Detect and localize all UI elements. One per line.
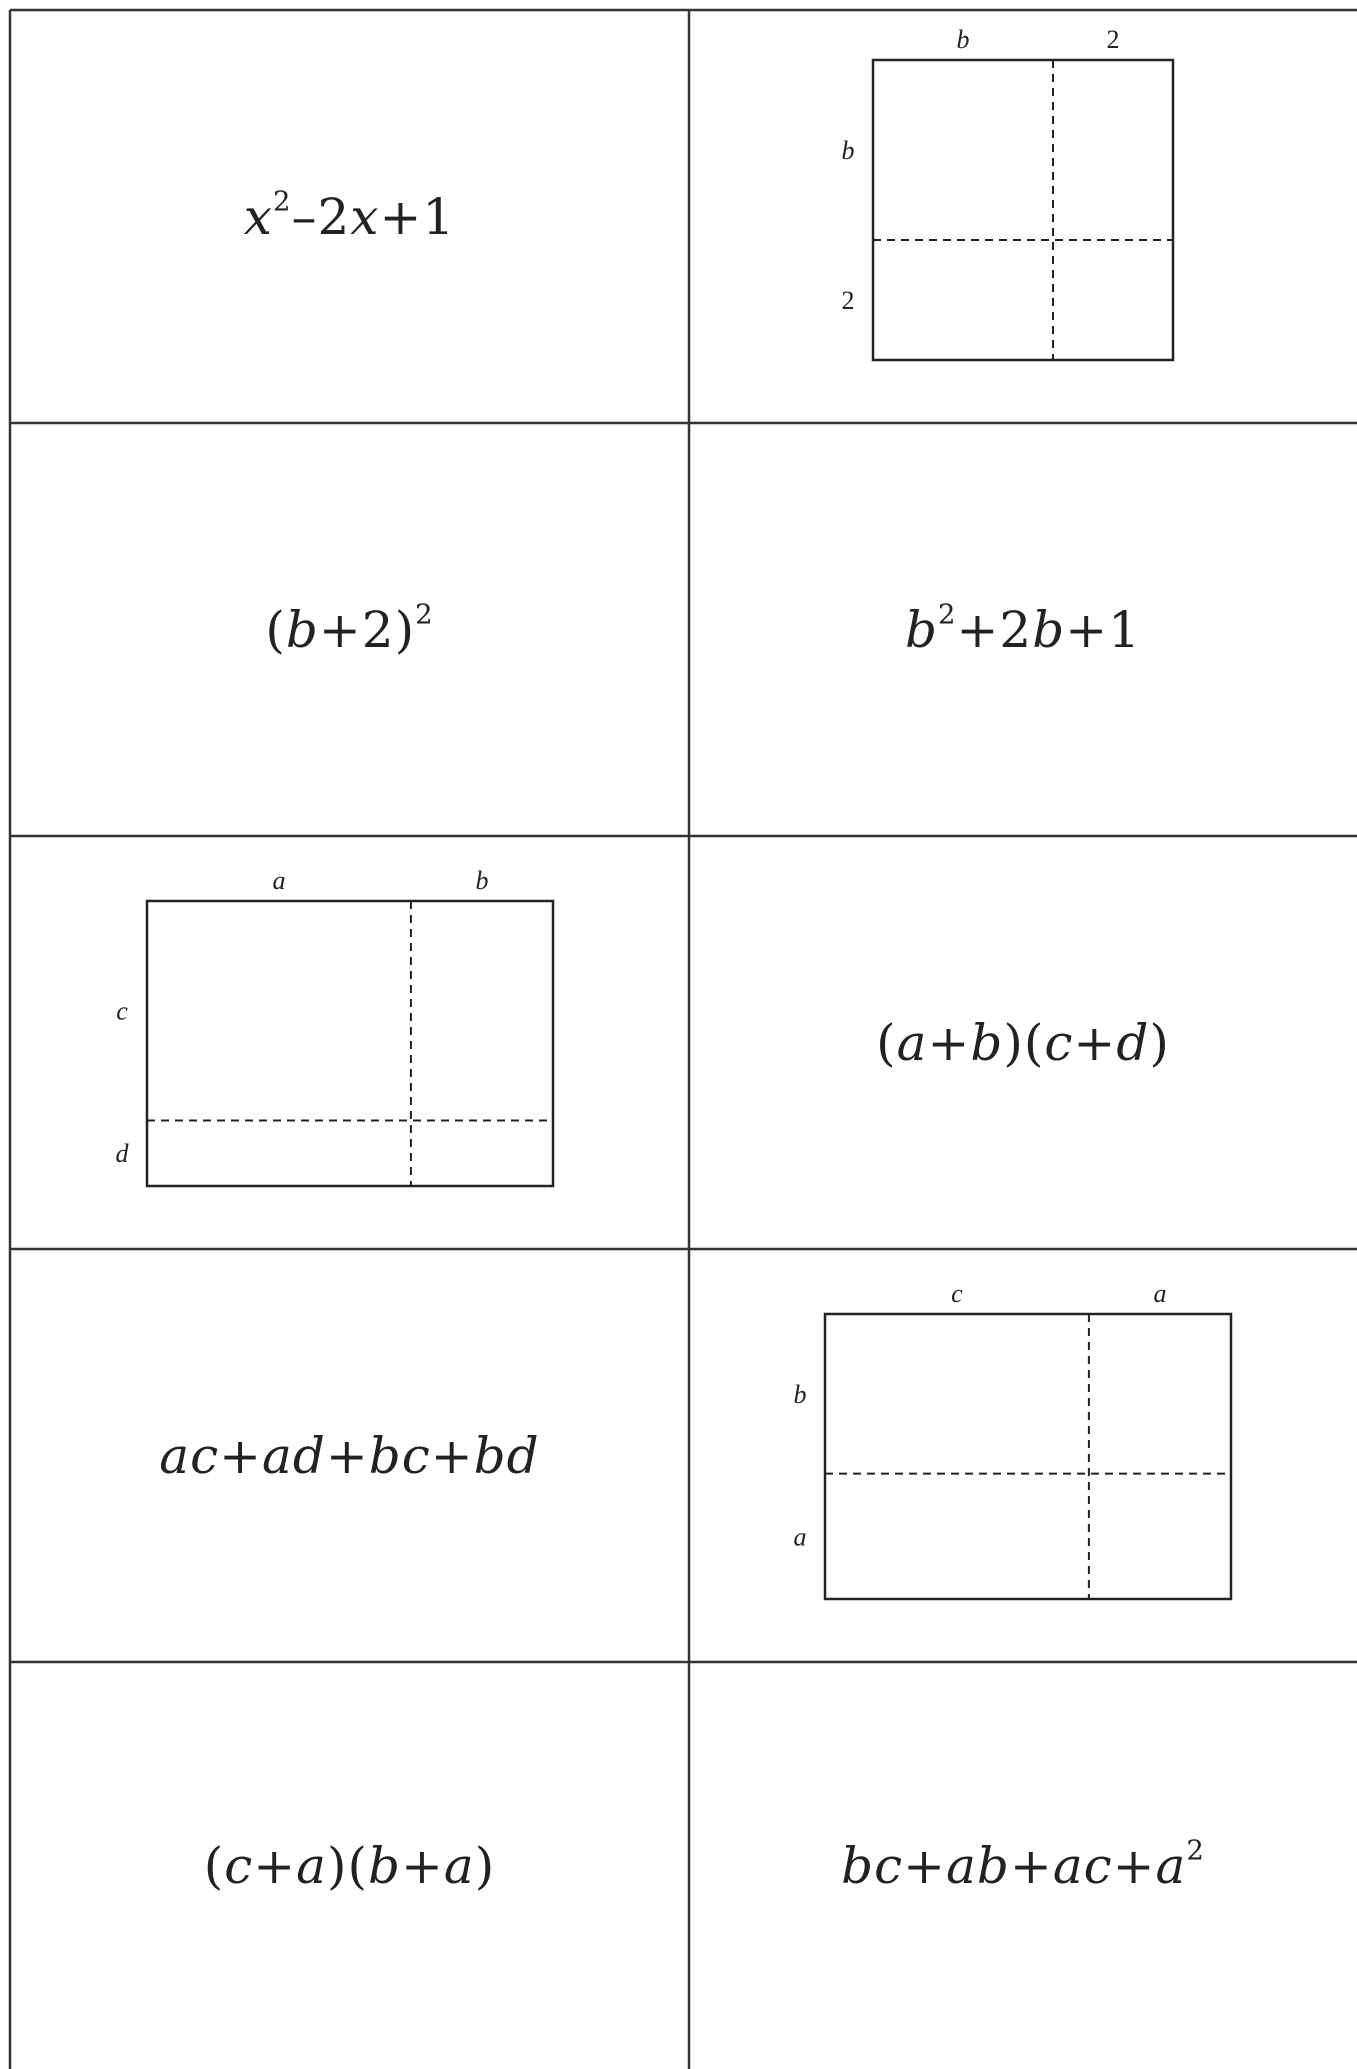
expression-text: (a+b)(c+d) (876, 1014, 1170, 1072)
expression-text: b2+2b+1 (905, 598, 1141, 659)
expression-term: +2 (956, 600, 1033, 659)
expression-text: bc+ab+ac+a2 (841, 1834, 1205, 1895)
card-expression-c-plus-a-times-b-plus-a: (c+a)(b+a) (10, 1662, 689, 2069)
expression-term: + (253, 1836, 297, 1895)
expression-term: + (325, 1426, 369, 1485)
expression-term: d (1116, 1013, 1150, 1072)
card-expression-b-plus-2-squared: (b+2)2 (10, 423, 689, 836)
expression-term: x (243, 187, 273, 246)
expression-term: ac (159, 1426, 220, 1485)
expression-exponent: 2 (1186, 1834, 1205, 1867)
expression-term: ) (1149, 1013, 1170, 1072)
expression-exponent: 2 (938, 598, 957, 631)
expression-term: ( (876, 1013, 897, 1072)
expression-term: +1 (379, 187, 456, 246)
expression-term: b (368, 1836, 402, 1895)
expression-term: b (905, 600, 939, 659)
expression-term: + (430, 1426, 474, 1485)
expression-term: a (443, 1836, 475, 1895)
expression-term: a (896, 1013, 928, 1072)
card-expression-ac-plus-ad-plus-bc-plus-bd: ac+ad+bc+bd (10, 1249, 689, 1662)
card-diagram-c-a-by-b-a (689, 1249, 1357, 1662)
expression-term: ad (262, 1426, 326, 1485)
expression-term: b (1032, 600, 1066, 659)
expression-term: x (350, 187, 380, 246)
expression-text: (c+a)(b+a) (204, 1837, 496, 1895)
expression-text: ac+ad+bc+bd (159, 1427, 539, 1485)
expression-exponent: 2 (272, 185, 292, 218)
expression-term: a (1155, 1836, 1187, 1895)
expression-term: bc (841, 1836, 904, 1895)
expression-term: +2) (318, 600, 416, 659)
expression-term: c (224, 1836, 254, 1895)
expression-term: ab (946, 1836, 1010, 1895)
expression-term: bd (473, 1426, 540, 1485)
card-diagram-b-2-by-b-2 (689, 10, 1357, 423)
expression-exponent: 2 (415, 598, 434, 631)
expression-text: x2–2x+1 (243, 185, 456, 246)
card-expression-x-squared-minus-2x-plus-1: x2–2x+1 (10, 10, 689, 423)
expression-text: (b+2)2 (265, 598, 434, 659)
expression-term: )( (326, 1836, 368, 1895)
expression-term: bc (368, 1426, 431, 1485)
expression-term: +1 (1065, 600, 1141, 659)
expression-term: + (401, 1836, 444, 1895)
expression-term: c (1044, 1013, 1074, 1072)
expression-term: b (285, 600, 319, 659)
expression-term: ( (203, 1836, 225, 1895)
expression-term: + (1009, 1836, 1053, 1895)
expression-term: ( (265, 600, 286, 659)
card-expression-bc-plus-ab-plus-ac-plus-a-squared: bc+ab+ac+a2 (689, 1662, 1357, 2069)
expression-term: a (296, 1836, 327, 1895)
expression-term: ac (1052, 1836, 1113, 1895)
card-diagram-a-b-by-c-d (10, 836, 689, 1249)
expression-term: )( (1003, 1013, 1045, 1072)
expression-term: + (219, 1426, 263, 1485)
expression-term: –2 (291, 187, 351, 246)
expression-term: + (1112, 1836, 1156, 1895)
card-expression-b-squared-plus-2b-plus-1: b2+2b+1 (689, 423, 1357, 836)
expression-term: + (1073, 1013, 1117, 1072)
card-expression-a-plus-b-times-c-plus-d: (a+b)(c+d) (689, 836, 1357, 1249)
expression-term: b (970, 1013, 1004, 1072)
expression-term: + (903, 1836, 947, 1895)
expression-term: + (927, 1013, 971, 1072)
expression-term: ) (474, 1836, 496, 1895)
